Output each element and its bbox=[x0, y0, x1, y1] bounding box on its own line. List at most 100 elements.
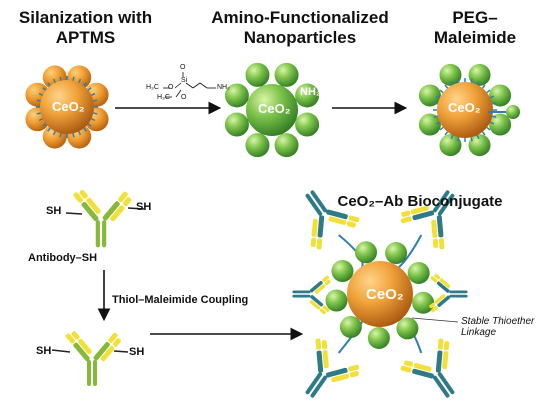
variable-region bbox=[348, 364, 360, 372]
coupling-label: Thiol–Maleimide Coupling bbox=[112, 294, 249, 306]
nh2-label: NH₂ bbox=[300, 86, 321, 98]
variable-region bbox=[118, 191, 128, 203]
variable-region bbox=[108, 332, 118, 343]
surface-tick bbox=[433, 102, 438, 105]
surface-tick bbox=[489, 121, 495, 125]
antibody-arm-right bbox=[309, 295, 330, 315]
aptms-o-top: O bbox=[180, 64, 186, 71]
heavy-chain bbox=[309, 280, 323, 293]
surface-tick bbox=[59, 76, 62, 81]
variable-region bbox=[324, 279, 331, 286]
aptms-bond bbox=[175, 89, 182, 98]
antibody-arm-right bbox=[102, 191, 132, 222]
heavy-chain bbox=[436, 215, 444, 238]
heavy-chain bbox=[73, 342, 90, 362]
heavy-chain bbox=[81, 201, 99, 222]
variable-region bbox=[430, 305, 438, 313]
surface-tick bbox=[470, 137, 473, 142]
heavy-chain bbox=[436, 281, 450, 293]
conjugated-antibody bbox=[292, 275, 331, 315]
surface-tick bbox=[486, 126, 491, 131]
sh-label-bottom-left: SH bbox=[36, 345, 52, 357]
variable-region bbox=[319, 308, 326, 315]
antibody-fc-left bbox=[310, 190, 328, 213]
surface-tick bbox=[450, 80, 454, 86]
peg-bead bbox=[331, 260, 354, 283]
variable-region bbox=[322, 275, 330, 283]
light-chain bbox=[434, 294, 446, 304]
sh-label-bottom-right: SH bbox=[129, 346, 145, 358]
ceo2-label-3: CeO₂ bbox=[448, 100, 481, 115]
heavy-chain bbox=[325, 367, 348, 378]
variable-region bbox=[438, 238, 445, 250]
peg-bead bbox=[355, 241, 378, 264]
variable-region bbox=[432, 238, 439, 248]
surface-tick bbox=[450, 134, 454, 140]
surface-tick bbox=[486, 89, 491, 94]
peg-bead bbox=[339, 315, 362, 338]
ceo2-core bbox=[437, 82, 493, 138]
title-silanization: Silanization with APTMS bbox=[18, 8, 153, 47]
satellite-bead bbox=[274, 133, 299, 158]
surface-tick bbox=[481, 131, 486, 136]
satellite-bead bbox=[245, 133, 270, 158]
antibody-fc-right bbox=[437, 372, 455, 395]
variable-region bbox=[310, 237, 317, 247]
peg-bead bbox=[385, 242, 408, 265]
surface-tick bbox=[93, 112, 98, 115]
variable-region bbox=[346, 221, 356, 228]
antibody-fc-left bbox=[305, 372, 323, 395]
nanoparticle-bare bbox=[25, 65, 109, 149]
antibody-fc-left bbox=[87, 360, 91, 386]
ceo2-core-conjugate bbox=[347, 261, 413, 327]
light-chain bbox=[439, 278, 451, 288]
surface-tick bbox=[481, 84, 486, 89]
surface-tick bbox=[435, 95, 441, 99]
light-chain bbox=[77, 338, 92, 355]
thiol-bond bbox=[127, 207, 145, 210]
aptms-bond bbox=[174, 82, 182, 89]
surface-tick bbox=[492, 102, 497, 105]
ceo2-label-2: CeO₂ bbox=[258, 101, 291, 116]
variable-region bbox=[122, 197, 132, 207]
variable-region bbox=[434, 273, 441, 280]
aptms-si: Si bbox=[181, 77, 188, 84]
satellite-bead bbox=[224, 112, 249, 137]
surface-tick bbox=[470, 78, 473, 83]
light-chain bbox=[442, 351, 449, 370]
peg-bead bbox=[412, 291, 435, 314]
antibody-fc-right bbox=[305, 193, 323, 216]
heavy-chain bbox=[317, 215, 325, 238]
surface-tick bbox=[492, 115, 497, 118]
linkage-label-line2: Linkage bbox=[461, 327, 497, 338]
antibody-arm-right bbox=[430, 273, 451, 293]
light-chain bbox=[309, 300, 321, 310]
surface-tick bbox=[457, 78, 460, 83]
satellite-bead bbox=[439, 63, 462, 86]
antibody-fc-left bbox=[437, 193, 455, 216]
surface-tick bbox=[78, 78, 82, 83]
aptms-bond bbox=[192, 82, 201, 89]
heavy-chain bbox=[437, 295, 451, 308]
light-chain bbox=[431, 219, 438, 238]
antibody-arm-right bbox=[93, 332, 121, 362]
surface-tick bbox=[72, 133, 75, 138]
heavy-chain bbox=[412, 368, 434, 379]
antibody-sh-label: Antibody–SH bbox=[28, 252, 98, 264]
antibody-arm-left bbox=[73, 189, 101, 222]
aptms-h3c-upper: H₃C bbox=[146, 84, 159, 91]
surface-tick bbox=[91, 92, 96, 96]
satellite-bead bbox=[468, 63, 491, 86]
aptms-bond bbox=[185, 82, 194, 89]
variable-region bbox=[65, 333, 75, 344]
variable-region bbox=[430, 276, 438, 283]
surface-tick bbox=[457, 137, 460, 142]
antibody-arm-left bbox=[431, 215, 445, 250]
conjugated-antibody bbox=[400, 190, 455, 250]
antibody-arm-left bbox=[315, 338, 329, 373]
surface-tick bbox=[38, 92, 43, 96]
antibody-coupled bbox=[65, 331, 121, 386]
thioether-linker bbox=[397, 234, 423, 269]
maleimide-end bbox=[506, 105, 520, 119]
